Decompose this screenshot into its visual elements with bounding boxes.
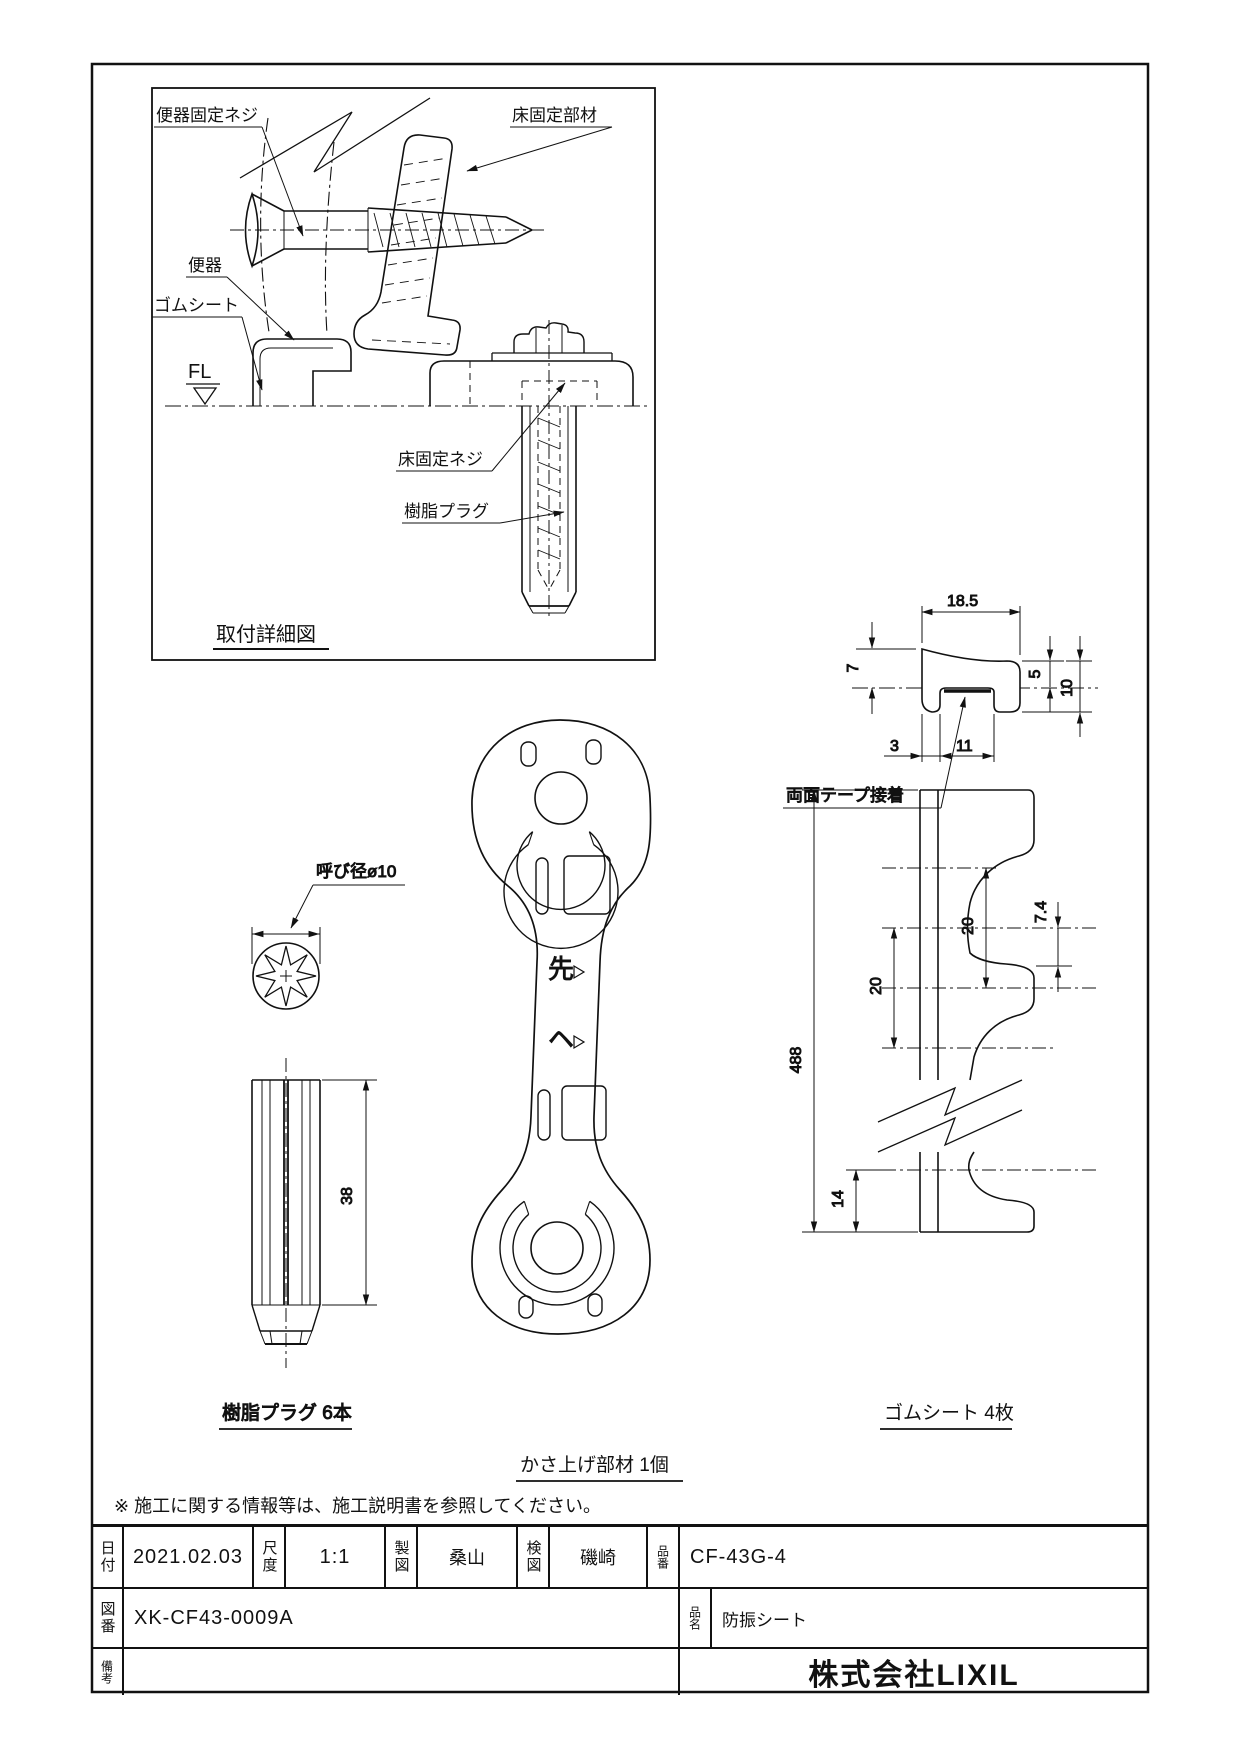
label-resin-plug: 樹脂プラグ [404,502,489,521]
riser-mark-1: 先 [548,954,574,984]
drafter-value: 桑山 [418,1527,518,1587]
title-block-row-3: 備考 株式会社LIXIL [92,1649,1148,1695]
plug-screw-hidden [537,406,561,591]
detail-view-labels: 便器固定ネジ 床固定部材 便器 ゴムシート FL 床固定ネジ 樹脂プラグ 取付詳… [152,106,613,650]
date-label: 日付 [92,1527,124,1587]
label-double-sided-tape: 両面テープ接着 [786,786,904,805]
page-border [90,62,1150,1694]
drawing-no-label: 図番 [92,1589,124,1647]
floor-member-outline [353,134,461,356]
dim-38: 38 [339,1187,356,1205]
label-toilet-fixing-screw: 便器固定ネジ [156,106,258,125]
riser-mark-2: ヘ [548,1024,574,1054]
riser-mark-triangle-icon [573,1034,586,1050]
dim-10: 10 [1059,679,1076,697]
label-floor-fixing-member: 床固定部材 [512,106,597,125]
plug-views: 呼び径ø10 38 樹脂プラグ 6本 [219,862,405,1430]
riser-mark-triangle-icon [573,964,586,980]
drawing-no-value: XK-CF43-0009A [124,1589,680,1647]
break-symbol [877,1079,1023,1123]
dim-7: 7 [845,663,862,672]
rubber-hook [252,338,352,406]
sheet-wave-lower [920,1151,1035,1233]
screw-thread-hatch [373,212,496,248]
nut [513,322,585,353]
label-nominal-dia: 呼び径ø10 [316,862,396,881]
checker-value: 磯崎 [550,1527,648,1587]
base-block [429,360,634,406]
title-block-row-1: 日付 2021.02.03 尺度 1:1 製図 桑山 検図 磯崎 品番 CF-4… [92,1527,1148,1589]
fl-triangle-icon [192,387,218,406]
date-value: 2021.02.03 [124,1527,254,1587]
detail-view [151,87,656,661]
label-fl: FL [188,361,211,383]
scale-value: 1:1 [286,1527,386,1587]
toilet-outline [260,117,270,333]
part-no-label: 品番 [648,1527,680,1587]
label-rubber-sheet: ゴムシート [154,295,239,315]
label-toilet: 便器 [188,256,222,275]
floor-member-hatch [371,157,451,345]
checker-label: 検図 [518,1527,550,1587]
riser-caption: かさ上げ部材 1個 [520,1454,669,1476]
scale-label: 尺度 [254,1527,286,1587]
dim-20-left: 20 [868,977,885,995]
sheet-wave-upper [966,789,1035,1081]
installation-note: ※ 施工に関する情報等は、施工説明書を参照してください。 [114,1496,601,1516]
part-no-value: CF-43G-4 [690,1545,787,1568]
dim-18-5: 18.5 [947,593,978,610]
dim-5: 5 [1027,669,1044,678]
dim-11: 11 [956,738,973,755]
dim-20-right: 20 [960,917,977,935]
riser-outline [471,719,652,1335]
detail-view-caption: 取付詳細図 [216,623,316,646]
part-name-label: 品名 [680,1589,712,1647]
part-name-value: 防振シート [722,1610,807,1630]
dim-14: 14 [830,1190,847,1208]
riser-member: 先 ヘ かさ上げ部材 1個 [471,719,683,1482]
title-block-row-2: 図番 XK-CF43-0009A 品名 防振シート [92,1589,1148,1649]
title-block: 日付 2021.02.03 尺度 1:1 製図 桑山 検図 磯崎 品番 CF-4… [92,1524,1148,1695]
dim-7-4: 7.4 [1033,901,1050,923]
plug-top-view [252,942,320,1010]
dim-488: 488 [788,1047,805,1074]
tape-section: 18.5 7 5 10 3 11 両面テープ接着 [783,593,1098,809]
sheet-caption: ゴムシート 4枚 [884,1402,1014,1424]
plug-caption: 樹脂プラグ 6本 [222,1402,352,1424]
remarks-value [124,1649,680,1695]
company-name: 株式会社LIXIL [808,1659,1020,1692]
remarks-label: 備考 [92,1649,124,1695]
label-floor-fixing-screw: 床固定ネジ [398,450,483,469]
dim-3: 3 [890,738,899,755]
drafter-label: 製図 [386,1527,418,1587]
tape-section-outline [921,647,1021,713]
sheet-profile: 488 14 20 20 7.4 ゴムシート 4枚 [788,789,1096,1430]
